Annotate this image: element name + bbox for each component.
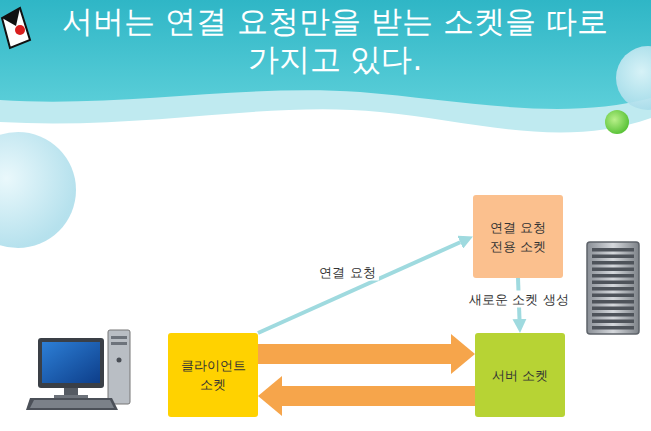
slide-title: 서버는 연결 요청만을 받는 소켓을 따로 가지고 있다. (45, 2, 625, 78)
listen-socket-box: 연결 요청 전용 소켓 (473, 195, 563, 278)
data-arrow (282, 386, 475, 406)
rack-slot (592, 281, 634, 285)
rack-slot (592, 287, 634, 291)
socket-label: 서버 소켓 (485, 366, 555, 385)
rack-slot (592, 274, 634, 278)
decor-dot (605, 110, 629, 134)
socket-label: 클라이언트 소켓 (178, 356, 248, 394)
rack-slot (592, 268, 634, 272)
rack-slot (592, 248, 634, 252)
rack-slot (592, 294, 634, 298)
edge-label: 연결 요청 (316, 263, 378, 280)
decor-bubble (616, 46, 651, 110)
client-socket-box: 클라이언트 소켓 (168, 333, 258, 417)
decor-bubble (0, 132, 76, 248)
rack-slot (592, 300, 634, 304)
rack-slot (592, 307, 634, 311)
rack-slot (592, 326, 634, 330)
data-arrow (258, 344, 451, 364)
socket-label: 연결 요청 전용 소켓 (483, 218, 553, 256)
client-computer (26, 330, 130, 410)
server-rack (587, 242, 639, 334)
rack-slot (592, 261, 634, 265)
rack-slot (592, 255, 634, 259)
rack-slot (592, 313, 634, 317)
request-arrow (258, 242, 460, 333)
rack-slot (592, 320, 634, 324)
server-socket-box: 서버 소켓 (475, 333, 565, 417)
title-banner (0, 0, 651, 132)
edge-label: 새로운 소켓 생성 (466, 290, 571, 307)
java-duke-logo (2, 8, 30, 48)
